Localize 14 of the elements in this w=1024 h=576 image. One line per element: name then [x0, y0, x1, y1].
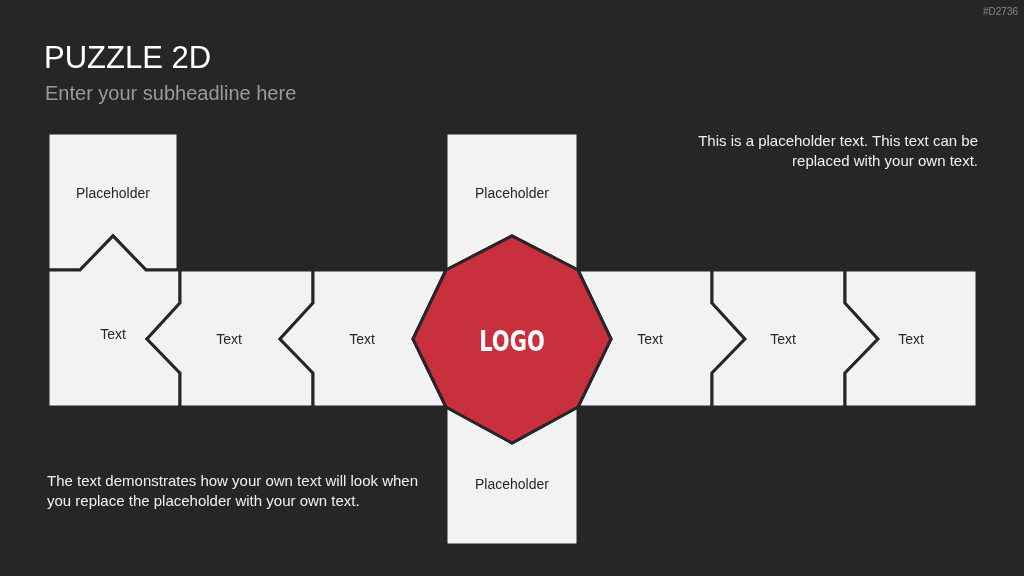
subheadline: Enter your subheadline here — [45, 82, 297, 105]
paragraph-text: This is a placeholder text. This text can be replaced with your own text. — [697, 131, 978, 171]
piece-label: Placeholder — [475, 476, 549, 492]
piece-label: Placeholder — [76, 185, 150, 201]
piece-label: Text — [100, 326, 126, 342]
paragraph-text: The text demonstrates how your own text will look when you replace the placeholder with your own text. — [47, 471, 419, 511]
slide-title: PUZZLE 2D — [44, 40, 212, 76]
center-label: LOGO — [479, 324, 545, 358]
piece-label: Text — [898, 331, 924, 347]
piece-label: Text — [349, 331, 375, 347]
piece-label: Text — [770, 331, 796, 347]
piece-label: Text — [637, 331, 663, 347]
piece-label: Text — [216, 331, 242, 347]
slide-id: #D2736 — [982, 6, 1018, 17]
